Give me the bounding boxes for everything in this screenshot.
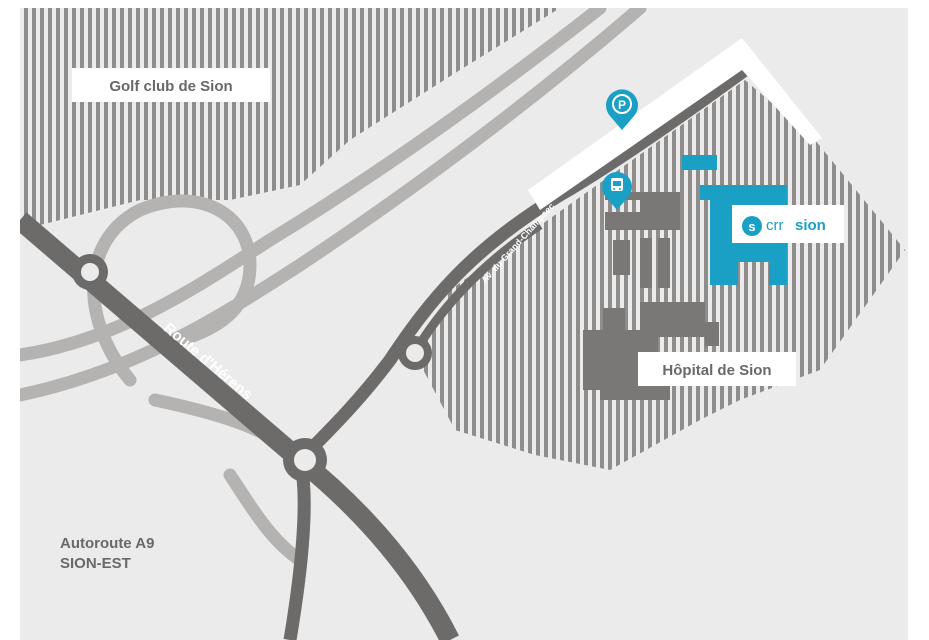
hospital-label-box [638,352,796,386]
parking-marker-icon[interactable]: P [605,89,638,130]
golf-course-area [20,8,560,230]
parking-road-strip [528,38,822,210]
interchange-roads [20,8,647,567]
svg-text:s: s [748,219,755,234]
roundabouts [72,254,432,482]
autoroute-label-line2: SION-EST [60,555,131,572]
crr-logo-icon: s [742,216,762,236]
bus-stop-marker-icon[interactable] [602,172,633,210]
golf-club-label: Golf club de Sion [109,78,232,95]
map-frame: Route d'Hérens Av. du Grand-Champsec s c… [20,8,908,640]
crr-name-text: sion [795,217,826,234]
parking-letter: P [618,98,626,112]
crr-prefix-text: crr [766,217,784,234]
hospital-label: Hôpital de Sion [662,362,771,379]
map-canvas: Route d'Hérens Av. du Grand-Champsec s c… [20,8,908,640]
autoroute-label-line1: Autoroute A9 [60,535,154,552]
golf-label-box [72,68,270,102]
